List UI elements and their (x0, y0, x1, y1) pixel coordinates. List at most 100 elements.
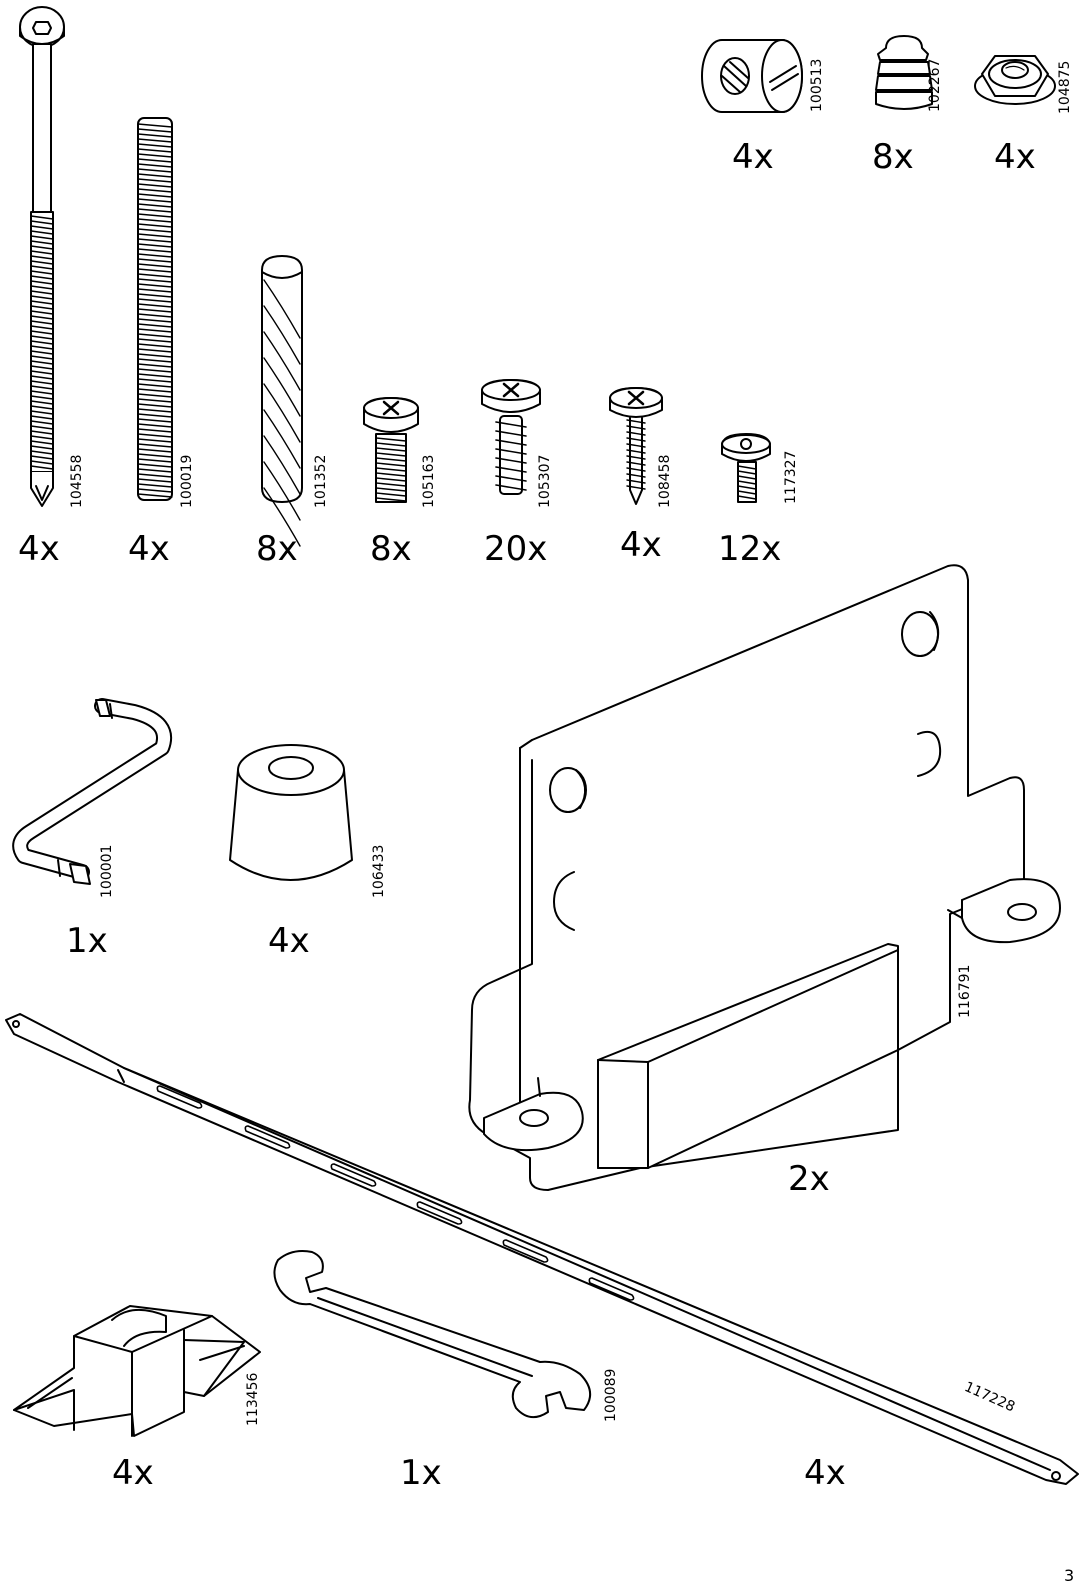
thread-line (138, 219, 172, 222)
thread-line (376, 478, 406, 481)
thread-line (138, 289, 172, 292)
thread-line (31, 226, 53, 229)
qty-wood-screw: 4x (620, 525, 662, 565)
thread-line (138, 149, 172, 152)
thread-line (31, 251, 53, 254)
strap-slot (245, 1126, 289, 1148)
thread-line (738, 481, 756, 484)
thread-line (138, 459, 172, 462)
thread-line (138, 339, 172, 342)
thread-line (138, 429, 172, 432)
thread-line (31, 416, 53, 419)
qty-allen-key: 1x (66, 921, 108, 961)
dowel-groove (264, 384, 300, 442)
thread-line (496, 449, 526, 454)
nut-icon (975, 56, 1055, 104)
thread-line (738, 476, 756, 479)
thread-line (627, 462, 645, 465)
thread-line (138, 214, 172, 217)
strap-icon (6, 1014, 1078, 1484)
thread-line (138, 404, 172, 407)
thread-line (138, 309, 172, 312)
thread-line (627, 474, 645, 477)
part-number-screw-small: 117327 (783, 450, 799, 504)
thread-line (31, 316, 53, 319)
thread-line (138, 444, 172, 447)
thread-line (138, 354, 172, 357)
part-number-plug: 102267 (927, 58, 943, 112)
part-number-dowel: 101352 (313, 454, 329, 508)
thread-line (138, 269, 172, 272)
allen-key-icon (20, 700, 164, 884)
thread-line (138, 424, 172, 427)
thread-line (627, 432, 645, 435)
thread-line (138, 164, 172, 167)
thread-line (31, 231, 53, 234)
thread-line (31, 341, 53, 344)
thread-line (138, 489, 172, 492)
thread-line (138, 329, 172, 332)
thread-line (138, 184, 172, 187)
thread-line (31, 356, 53, 359)
thread-line (138, 334, 172, 337)
thread-line (31, 396, 53, 399)
thread-line (31, 426, 53, 429)
thread-line (31, 311, 53, 314)
thread-line (138, 254, 172, 257)
qty-screw-small: 12x (718, 529, 782, 569)
dowel-groove (264, 436, 300, 494)
dowel-icon (262, 256, 302, 546)
thread-line (138, 239, 172, 242)
thread-line (138, 479, 172, 482)
thread-line (496, 476, 526, 481)
thread-line (376, 488, 406, 491)
thread-line (496, 422, 526, 427)
dowel-groove (264, 488, 300, 546)
qty-nut: 4x (994, 137, 1036, 177)
thread-line (627, 468, 645, 471)
part-number-spanner: 100089 (603, 1368, 619, 1422)
thread-line (31, 351, 53, 354)
thread-line (138, 494, 172, 497)
thread-line (738, 496, 756, 499)
thread-line (138, 139, 172, 142)
dowel-groove (264, 462, 300, 520)
thread-line (138, 464, 172, 467)
strap-slot (331, 1164, 375, 1186)
qty-dowel: 8x (256, 529, 298, 569)
thread-line (31, 466, 53, 469)
thread-line (31, 236, 53, 239)
thread-line (376, 498, 406, 501)
thread-line (31, 241, 53, 244)
thread-line (31, 391, 53, 394)
thread-line (138, 304, 172, 307)
thread-line (138, 359, 172, 362)
thread-line (138, 439, 172, 442)
thread-line (376, 473, 406, 476)
thread-line (31, 401, 53, 404)
thread-line (376, 468, 406, 471)
qty-bumper: 4x (268, 921, 310, 961)
thread-line (738, 466, 756, 469)
part-number-threaded-rod: 100019 (179, 454, 195, 508)
thread-line (138, 249, 172, 252)
thread-line (138, 194, 172, 197)
coarse-screw-icon (482, 380, 540, 494)
thread-line (138, 379, 172, 382)
thread-line (627, 450, 645, 453)
thread-line (138, 144, 172, 147)
thread-line (31, 281, 53, 284)
thread-line (138, 349, 172, 352)
thread-line (138, 324, 172, 327)
thread-line (31, 306, 53, 309)
thread-line (31, 266, 53, 269)
thread-line (31, 411, 53, 414)
qty-cross-dowel: 4x (732, 137, 774, 177)
thread-line (31, 246, 53, 249)
thread-line (31, 451, 53, 454)
thread-line (138, 264, 172, 267)
thread-line (138, 199, 172, 202)
thread-line (138, 394, 172, 397)
part-number-allen-key: 100001 (99, 844, 115, 898)
